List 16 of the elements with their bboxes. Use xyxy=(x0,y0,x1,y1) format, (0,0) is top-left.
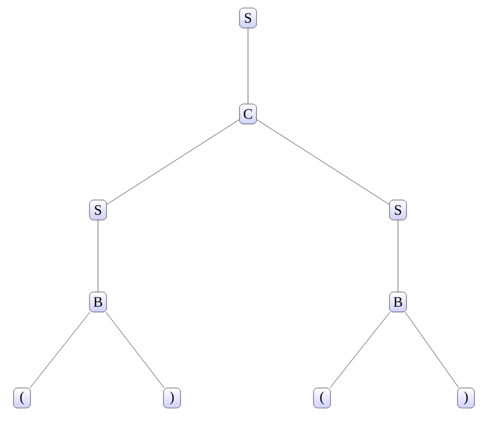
tree-edge xyxy=(106,119,240,205)
tree-edge xyxy=(405,312,459,388)
tree-edge xyxy=(30,312,90,388)
tree-node: ( xyxy=(13,388,31,408)
tree-node: ) xyxy=(457,388,475,408)
tree-node: S xyxy=(239,8,257,28)
tree-node: B xyxy=(389,292,407,312)
tree-node: ( xyxy=(313,388,331,408)
tree-node: S xyxy=(389,200,407,220)
tree-edge xyxy=(330,312,390,388)
tree-node: C xyxy=(239,104,257,124)
tree-edge xyxy=(256,119,390,205)
tree-edge xyxy=(106,312,164,388)
tree-node: S xyxy=(89,200,107,220)
tree-node: B xyxy=(89,292,107,312)
tree-node: ) xyxy=(163,388,181,408)
